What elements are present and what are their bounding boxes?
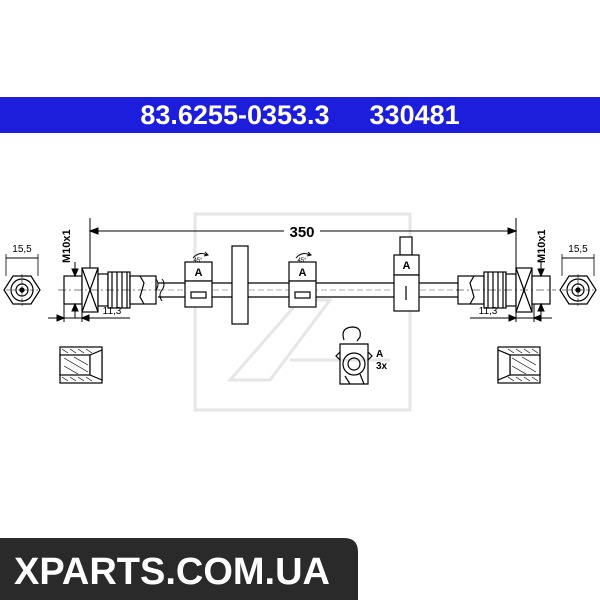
left-section-view (59, 346, 103, 384)
header-bar: 83.6255-0353.3 330481 (0, 97, 600, 133)
right-thread-label: M10x1 (536, 229, 548, 263)
left-thread-label: M10x1 (61, 229, 73, 263)
offset-dimension (48, 304, 552, 322)
detail-label: A (376, 349, 383, 360)
rotation-arrow-icon (192, 251, 312, 259)
mounting-bracket (231, 245, 249, 325)
watermark-text: XPARTS.COM.UA (14, 551, 330, 593)
hose-clip-1 (184, 261, 213, 308)
right-offset-label: 11,3 (479, 306, 498, 317)
clip-detail-icon (335, 326, 373, 385)
length-dimension (88, 218, 518, 268)
part-number: 83.6255-0353.3 (140, 99, 330, 130)
hose-clip-3 (393, 236, 420, 312)
length-label: 350 (289, 224, 314, 241)
left-offset-label: 11,3 (103, 306, 122, 317)
detail-count: 3x (376, 361, 388, 372)
clip-1-label: A (195, 267, 203, 279)
clip-2-label: A (299, 267, 307, 279)
hose-clip-2 (288, 261, 317, 308)
angle-2-label: 45° (297, 258, 307, 264)
thread-dimension (71, 262, 545, 318)
watermark-banner (0, 538, 358, 600)
left-end-view (3, 254, 41, 306)
left-diameter-label: 15,5 (12, 244, 32, 255)
clip-3-label: A (403, 260, 411, 272)
angle-1-label: 45° (193, 258, 203, 264)
right-diameter-label: 15,5 (568, 244, 588, 255)
right-section-view (497, 346, 541, 384)
right-end-view (559, 254, 597, 306)
ref-number: 330481 (369, 99, 460, 130)
watermark-logo (193, 212, 412, 412)
